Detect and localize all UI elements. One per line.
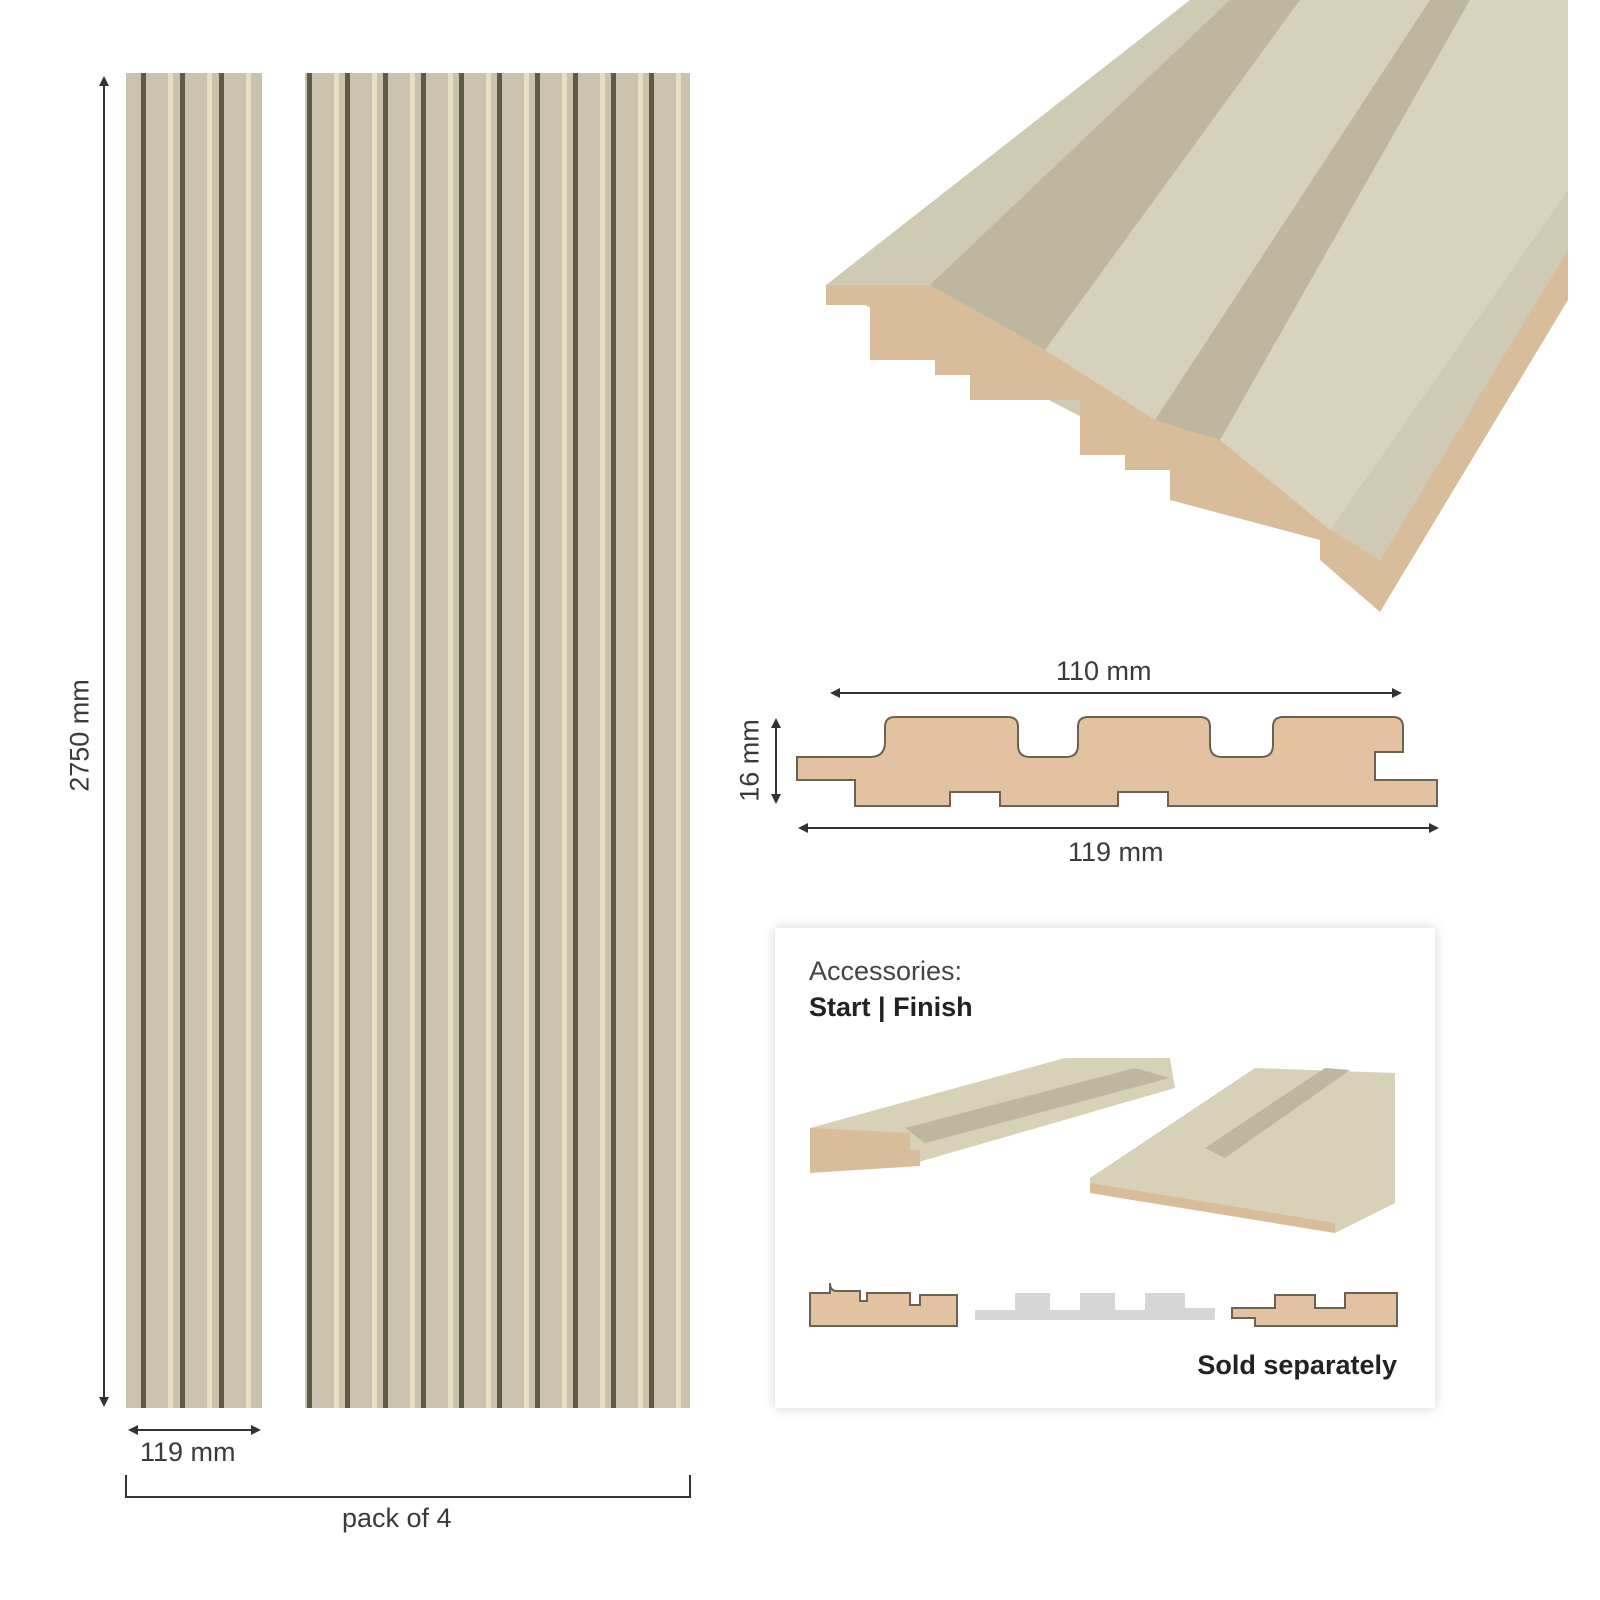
accessories-names: Start | Finish	[809, 992, 973, 1023]
accessories-title: Accessories:	[809, 956, 963, 986]
groove-shadow	[535, 73, 540, 1408]
pack-bracket	[125, 1475, 691, 1498]
groove-highlight	[600, 73, 605, 1408]
panel-cross-section	[796, 716, 1438, 807]
start-profile	[809, 1282, 958, 1327]
groove-shadow	[497, 73, 502, 1408]
groove-shadow	[383, 73, 388, 1408]
groove-highlight	[448, 73, 453, 1408]
groove-highlight	[246, 73, 251, 1408]
finish-piece-render	[1090, 1068, 1395, 1233]
groove-shadow	[649, 73, 654, 1408]
groove-shadow	[141, 73, 146, 1408]
groove-shadow	[307, 73, 312, 1408]
groove-highlight	[168, 73, 173, 1408]
total-width-label: 119 mm	[1068, 837, 1164, 867]
finish-profile	[1231, 1292, 1398, 1327]
groove-highlight	[638, 73, 643, 1408]
groove-highlight	[372, 73, 377, 1408]
groove-highlight	[486, 73, 491, 1408]
start-label: Start	[809, 992, 871, 1022]
thickness-label: 16 mm	[734, 719, 765, 802]
separator: |	[878, 992, 886, 1022]
groove-shadow	[611, 73, 616, 1408]
groove-highlight	[207, 73, 212, 1408]
finish-label: Finish	[893, 992, 973, 1022]
height-label: 2750 mm	[64, 679, 95, 792]
groove-shadow	[345, 73, 350, 1408]
groove-shadow	[219, 73, 224, 1408]
groove-highlight	[410, 73, 415, 1408]
accessories-card: Accessories: Start | Finish Sold separat…	[775, 928, 1435, 1408]
accessories-illustration	[809, 1058, 1398, 1327]
panel-profile-gray	[975, 1293, 1215, 1320]
start-piece-render	[810, 1058, 1175, 1173]
panel-3d-render	[826, 0, 1568, 612]
single-panel-front-view	[126, 73, 262, 1408]
pack-label: pack of 4	[342, 1503, 452, 1533]
groove-shadow	[459, 73, 464, 1408]
groove-highlight	[676, 73, 681, 1408]
groove-shadow	[573, 73, 578, 1408]
sold-separately-note: Sold separately	[1197, 1350, 1397, 1380]
groove-highlight	[524, 73, 529, 1408]
panel-width-label: 119 mm	[140, 1437, 236, 1467]
groove-highlight	[562, 73, 567, 1408]
groove-highlight	[334, 73, 339, 1408]
groove-shadow	[421, 73, 426, 1408]
pack-panels-front-view	[305, 73, 690, 1408]
groove-shadow	[180, 73, 185, 1408]
visible-width-label: 110 mm	[1056, 656, 1152, 686]
